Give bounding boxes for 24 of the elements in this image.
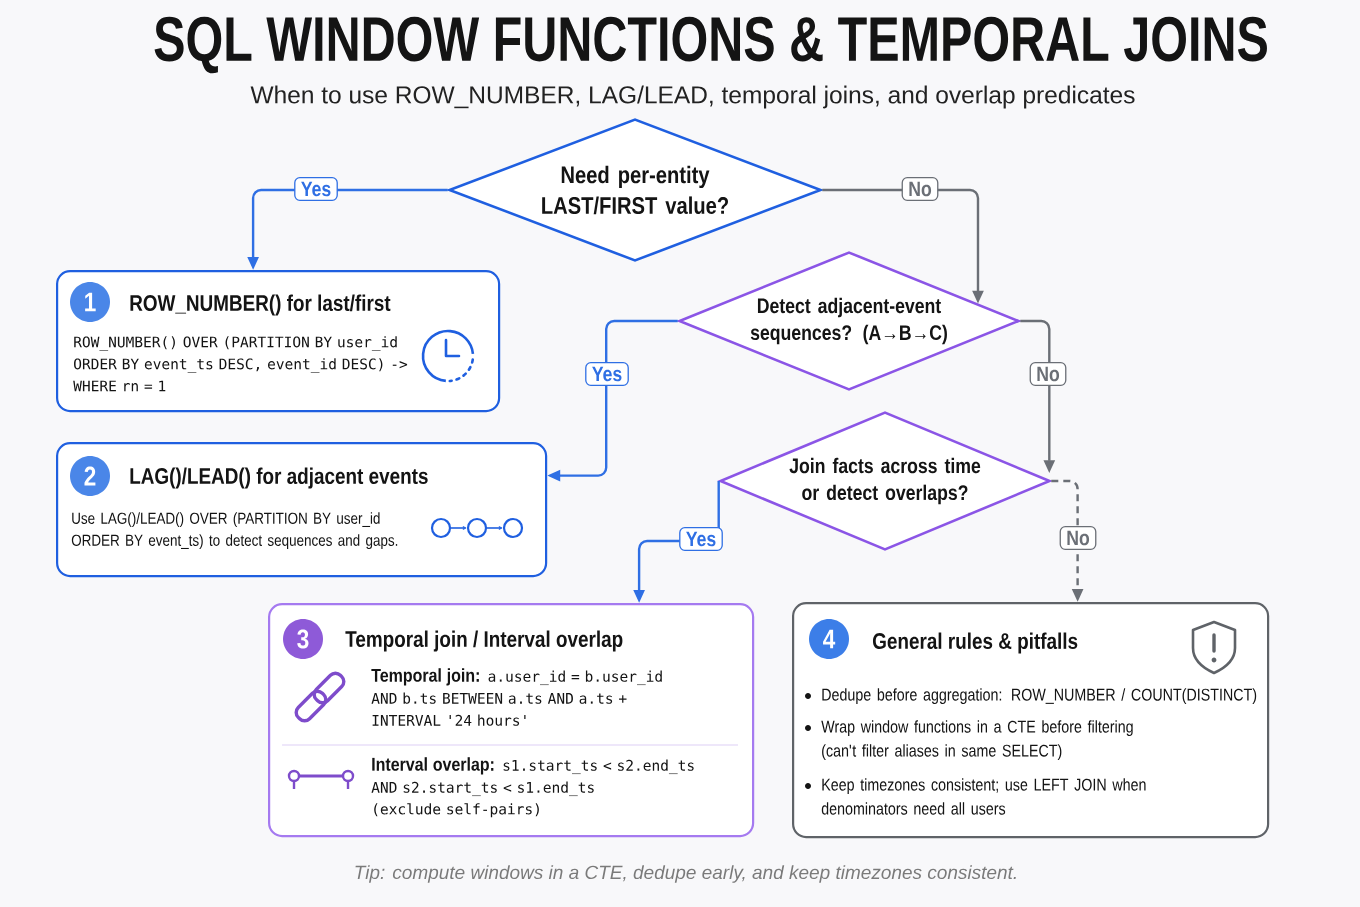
card-heading: Temporal join / Interval overlap (345, 630, 623, 652)
card-text: Use LAG()/LEAD() OVER (PARTITION BY user_id ORDER BY event_ts) to detect sequences and gaps. (71, 512, 398, 550)
card-heading: ROW_NUMBER() for last/first (130, 294, 391, 316)
number-badge: 1 (70, 282, 110, 322)
caption: Tip: compute windows in a CTE, dedupe early, and keep timezones consistent. (355, 865, 1016, 883)
number-badge: 3 (283, 619, 323, 659)
card-heading: General rules & pitfalls (873, 632, 1078, 654)
bullet-text: Wrap window functions in a CTE before filtering (can't filter aliases in same SELECT) (821, 720, 1133, 761)
bullet-text: Dedupe before aggregation: ROW_NUMBER / COUNT(DISTINCT) (822, 688, 1257, 705)
title: SQL WINDOW FUNCTIONS & TEMPORAL JOINS (154, 16, 1267, 74)
card-heading: LAG()/LEAD() for adjacent events (130, 467, 428, 489)
edge-label: No (1029, 362, 1067, 386)
code-text: (exclude self-pairs) (374, 803, 539, 818)
edge-label: Yes (294, 177, 338, 201)
code-text: Interval overlap: s1.start_ts < s2.end_ts AND s2.start_ts < s1.end_ts (371, 757, 694, 797)
code-text: ROW_NUMBER() OVER (PARTITION BY user_id ORDER BY event_ts DESC, event_id DESC) -> WHERE rn = 1 (73, 336, 408, 392)
number-badge: 2 (70, 456, 110, 496)
edge-label: No (1059, 526, 1097, 550)
edge-label: Yes (679, 527, 723, 551)
edge-label: No (901, 177, 939, 201)
edge-label: Yes (585, 362, 629, 386)
number-badge: 4 (809, 619, 849, 659)
bullet-text: Keep timezones consistent; use LEFT JOIN when denominators need all users (821, 778, 1146, 815)
code-text: Temporal join: a.user_id = b.user_id AND b.ts BETWEEN a.ts AND a.ts + INTERVAL '24 hours' (371, 668, 662, 726)
